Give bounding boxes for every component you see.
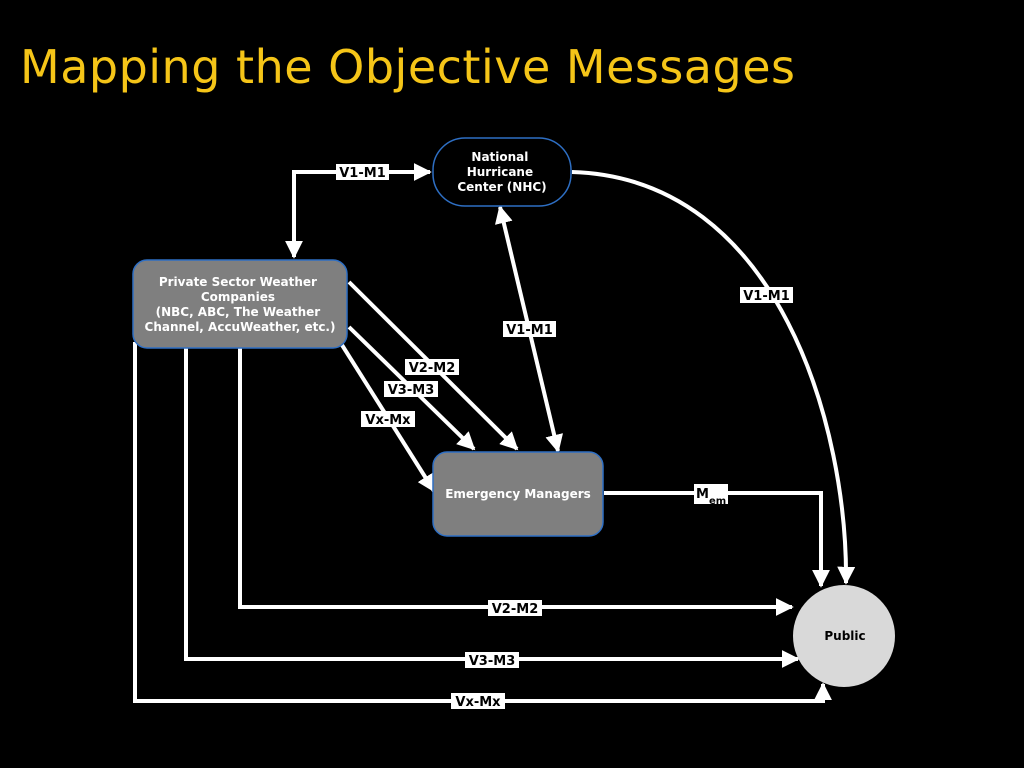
label-v2m2-diagonal: V2-M2 [405,359,459,376]
svg-text:V3-M3: V3-M3 [388,383,434,398]
connector-private-public-v3m3 [184,348,800,668]
connector-nhc-private-v1m1 [285,163,432,259]
svg-text:V1-M1: V1-M1 [743,289,789,304]
nhc-label-line-3: Center (NHC) [457,180,546,194]
svg-text:Mem: Mem [696,487,726,507]
label-v1m1-top: V1-M1 [336,164,389,181]
node-nhc: National Hurricane Center (NHC) [432,137,572,207]
nhc-label-line-2: Hurricane [467,165,533,179]
svg-text:Private Sector Weather: Private Sector Weather Companies (NBC, A… [145,275,336,334]
svg-text:National Hurricane: National Hurricane Center (NHC) [457,150,546,194]
private-label-line-3: (NBC, ABC, The Weather [156,305,321,319]
svg-text:V1-M1: V1-M1 [506,323,552,338]
node-public: Public [793,585,895,687]
private-label-line-2: Companies [201,290,275,304]
label-v3m3-bottom: V3-M3 [465,652,519,669]
connector-nhc-public-v1m1 [571,170,856,585]
svg-text:V2-M2: V2-M2 [492,602,538,617]
label-v1m1-right: V1-M1 [740,287,793,304]
private-label-line-1: Private Sector Weather [159,275,317,289]
label-v3m3-diagonal: V3-M3 [384,381,438,398]
label-mem: Mem [694,484,728,507]
mem-subscript: em [709,496,726,507]
slide-title: Mapping the Objective Messages [20,40,796,94]
em-label: Emergency Managers [445,487,591,501]
svg-text:Vx-Mx: Vx-Mx [455,695,501,710]
label-v1m1-mid: V1-M1 [503,321,556,338]
label-vxmx-bottom: Vx-Mx [451,693,505,710]
label-v2m2-bottom: V2-M2 [488,600,542,617]
svg-text:V2-M2: V2-M2 [409,361,455,376]
node-private-sector: Private Sector Weather Companies (NBC, A… [132,259,348,349]
public-label: Public [824,629,865,643]
svg-text:Vx-Mx: Vx-Mx [365,413,411,428]
label-vxmx-diagonal: Vx-Mx [361,411,415,428]
connector-em-public-mem [604,491,830,588]
connector-labels: V1-M1 V1-M1 V1-M1 V2-M2 V3-M3 Vx-Mx [336,164,793,710]
private-label-line-4: Channel, AccuWeather, etc.) [145,320,336,334]
mem-main: M [696,487,709,502]
svg-text:V1-M1: V1-M1 [339,166,385,181]
nhc-label-line-1: National [471,150,528,164]
connector-private-public-v2m2 [238,348,794,616]
node-emergency-managers: Emergency Managers [432,451,604,537]
svg-text:V3-M3: V3-M3 [469,654,515,669]
connectors [133,163,856,703]
